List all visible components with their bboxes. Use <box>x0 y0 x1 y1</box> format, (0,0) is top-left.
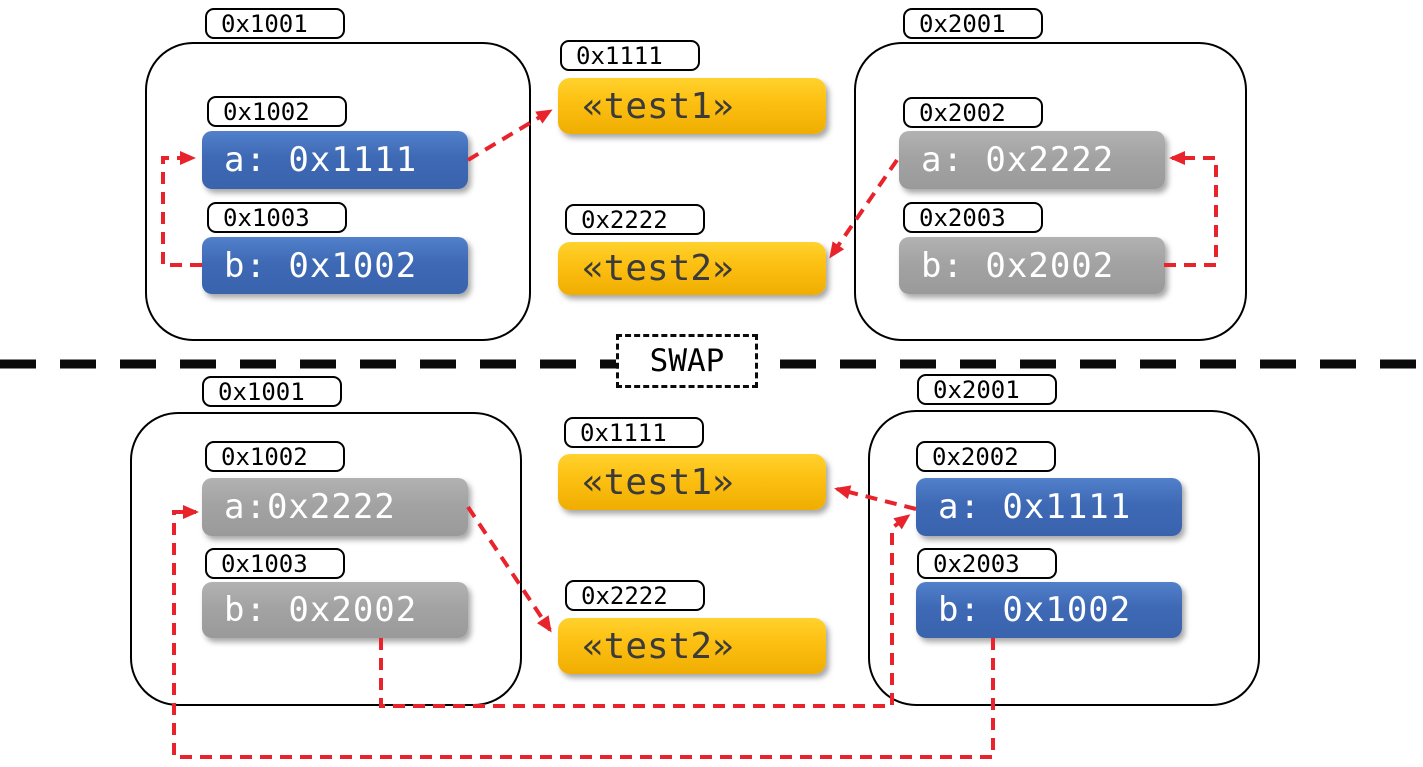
address-tag: 0x2002 <box>916 441 1056 472</box>
var-slot-b: b: 0x1002 <box>916 582 1182 638</box>
heap-object-test1: «test1» <box>558 78 826 134</box>
address-tag: 0x2002 <box>903 97 1043 128</box>
stack-frame-left-before <box>145 42 531 341</box>
var-slot-a: a:0x2222 <box>202 478 468 536</box>
address-tag: 0x1001 <box>202 376 342 407</box>
address-tag: 0x1111 <box>564 417 704 448</box>
var-slot-a: a: 0x1111 <box>202 131 468 189</box>
address-tag: 0x2222 <box>565 580 705 611</box>
var-slot-b: b: 0x2002 <box>899 237 1165 294</box>
heap-object-test2: «test2» <box>558 618 826 674</box>
address-tag: 0x2003 <box>903 202 1043 233</box>
address-tag: 0x1003 <box>207 202 347 233</box>
var-slot-a: a: 0x2222 <box>899 131 1165 189</box>
heap-object-test2: «test2» <box>558 242 826 295</box>
swap-label-box: SWAP <box>616 334 758 388</box>
address-tag: 0x1003 <box>205 548 345 579</box>
address-tag: 0x1111 <box>560 40 700 71</box>
var-slot-b: b: 0x1002 <box>202 237 468 294</box>
address-tag: 0x2001 <box>917 374 1057 405</box>
address-tag: 0x2222 <box>565 204 705 235</box>
address-tag: 0x1001 <box>205 8 345 39</box>
heap-object-test1: «test1» <box>558 454 826 510</box>
address-tag: 0x2001 <box>903 8 1043 39</box>
swap-label: SWAP <box>649 343 725 379</box>
stack-frame-right-before <box>854 42 1247 341</box>
address-tag: 0x2003 <box>917 548 1057 579</box>
address-tag: 0x1002 <box>207 96 347 127</box>
var-slot-a: a: 0x1111 <box>916 478 1182 536</box>
var-slot-b: b: 0x2002 <box>202 582 468 638</box>
address-tag: 0x1002 <box>205 441 345 472</box>
